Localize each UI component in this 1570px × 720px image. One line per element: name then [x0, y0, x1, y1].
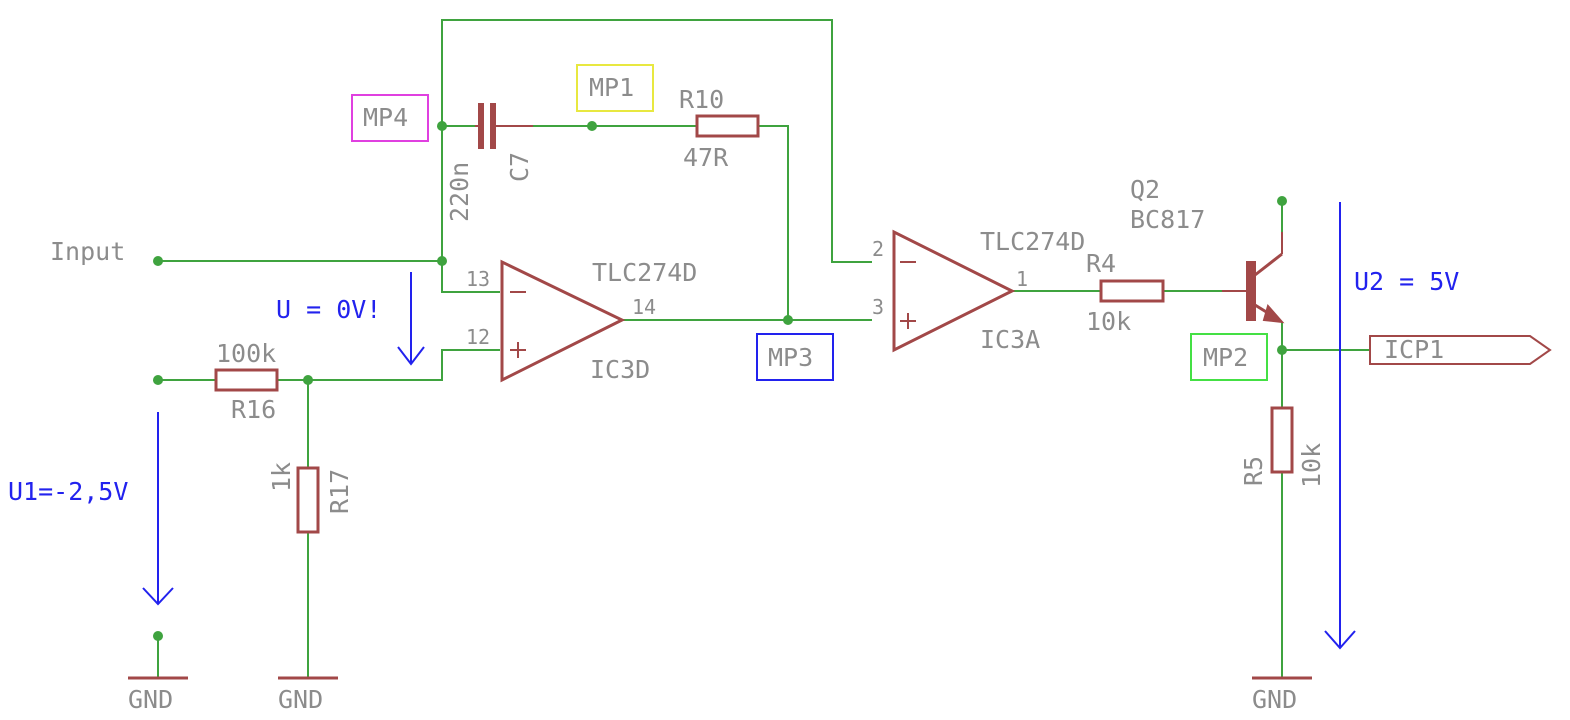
- voltage-u2-label: U2 = 5V: [1354, 267, 1459, 296]
- capacitor-c7: [475, 103, 533, 149]
- gnd-label-r5: GND: [1252, 685, 1297, 714]
- ic3a-value: TLC274D: [980, 227, 1085, 256]
- junctions: [153, 121, 1287, 641]
- r5-name: R5: [1239, 456, 1268, 486]
- opamp-ic3a: [892, 229, 1016, 353]
- wires: [157, 19, 1370, 678]
- r10-value: 47R: [683, 143, 729, 172]
- junction-input: [437, 256, 447, 266]
- voltage-u1: U1=-2,5V: [8, 412, 174, 606]
- mp1-box: MP1: [576, 64, 654, 112]
- wire-mp4-down: [441, 126, 500, 293]
- ic3d-value: TLC274D: [592, 258, 697, 287]
- c7-name: C7: [505, 152, 534, 182]
- ic3d-name: IC3D: [590, 355, 650, 384]
- arrow-down-icon: [397, 346, 425, 366]
- junction-r17: [303, 375, 313, 385]
- transistor-q2: [1222, 232, 1285, 324]
- voltage-u-label: U = 0V!: [276, 295, 381, 324]
- mp3-box: MP3: [756, 333, 834, 381]
- mp2-box: MP2: [1190, 333, 1268, 381]
- ic3a-name: IC3A: [980, 325, 1040, 354]
- junction-mp1: [587, 121, 597, 131]
- ic3a-pin-out: 1: [1016, 267, 1028, 291]
- r16-name: R16: [231, 395, 276, 424]
- r4-name: R4: [1086, 249, 1116, 278]
- c7-value: 220n: [445, 162, 474, 222]
- mp2-label: MP2: [1203, 343, 1248, 372]
- wire-r16-plus: [278, 349, 500, 381]
- junction-u1-end: [153, 375, 163, 385]
- ic3d-pin-out: 14: [632, 295, 656, 319]
- r4-value: 10k: [1086, 307, 1131, 336]
- arrow-down-icon: [142, 587, 174, 606]
- ic3a-pin-minus: 2: [872, 237, 884, 261]
- mp3-label: MP3: [768, 343, 813, 372]
- mp4-label: MP4: [363, 103, 408, 132]
- arrow-down-icon: [1324, 630, 1356, 650]
- icp1-label: ICP1: [1384, 335, 1444, 364]
- r16-value: 100k: [216, 339, 276, 368]
- wire-r10-mp3: [758, 125, 789, 320]
- resistor-r5: [1270, 406, 1294, 474]
- voltage-u1-label: U1=-2,5V: [8, 477, 128, 506]
- junction-gnd-u1: [153, 631, 163, 641]
- ic3a-pin-plus: 3: [872, 295, 884, 319]
- junction-input-end: [153, 256, 163, 266]
- resistor-r16: [214, 368, 279, 392]
- voltage-u2: U2 = 5V: [1324, 202, 1459, 650]
- junction-collector: [1277, 196, 1287, 206]
- q2-value: BC817: [1130, 205, 1205, 234]
- resistor-r4: [1099, 279, 1165, 303]
- mp1-label: MP1: [589, 73, 634, 102]
- q2-name: Q2: [1130, 175, 1160, 204]
- junction-mp2: [1277, 345, 1287, 355]
- junction-mp4: [437, 121, 447, 131]
- gnd-label-r17: GND: [278, 685, 323, 714]
- ic3d-pin-plus: 12: [466, 325, 490, 349]
- icp1-connector: [1369, 335, 1552, 365]
- ic3d-pin-minus: 13: [466, 267, 490, 291]
- input-label: Input: [50, 237, 125, 266]
- gnd-label-u1: GND: [128, 685, 173, 714]
- r17-name: R17: [325, 469, 354, 514]
- r5-value: 10k: [1297, 443, 1326, 488]
- opamp-ic3d: [500, 259, 626, 383]
- mp4-box: MP4: [351, 94, 429, 142]
- junction-mp3: [783, 315, 793, 325]
- wire-feedback-top: [441, 19, 872, 263]
- voltage-u: U = 0V!: [276, 272, 425, 366]
- r17-value: 1k: [267, 462, 296, 492]
- resistor-r10: [695, 114, 760, 138]
- r10-name: R10: [679, 85, 724, 114]
- resistor-r17: [296, 466, 320, 534]
